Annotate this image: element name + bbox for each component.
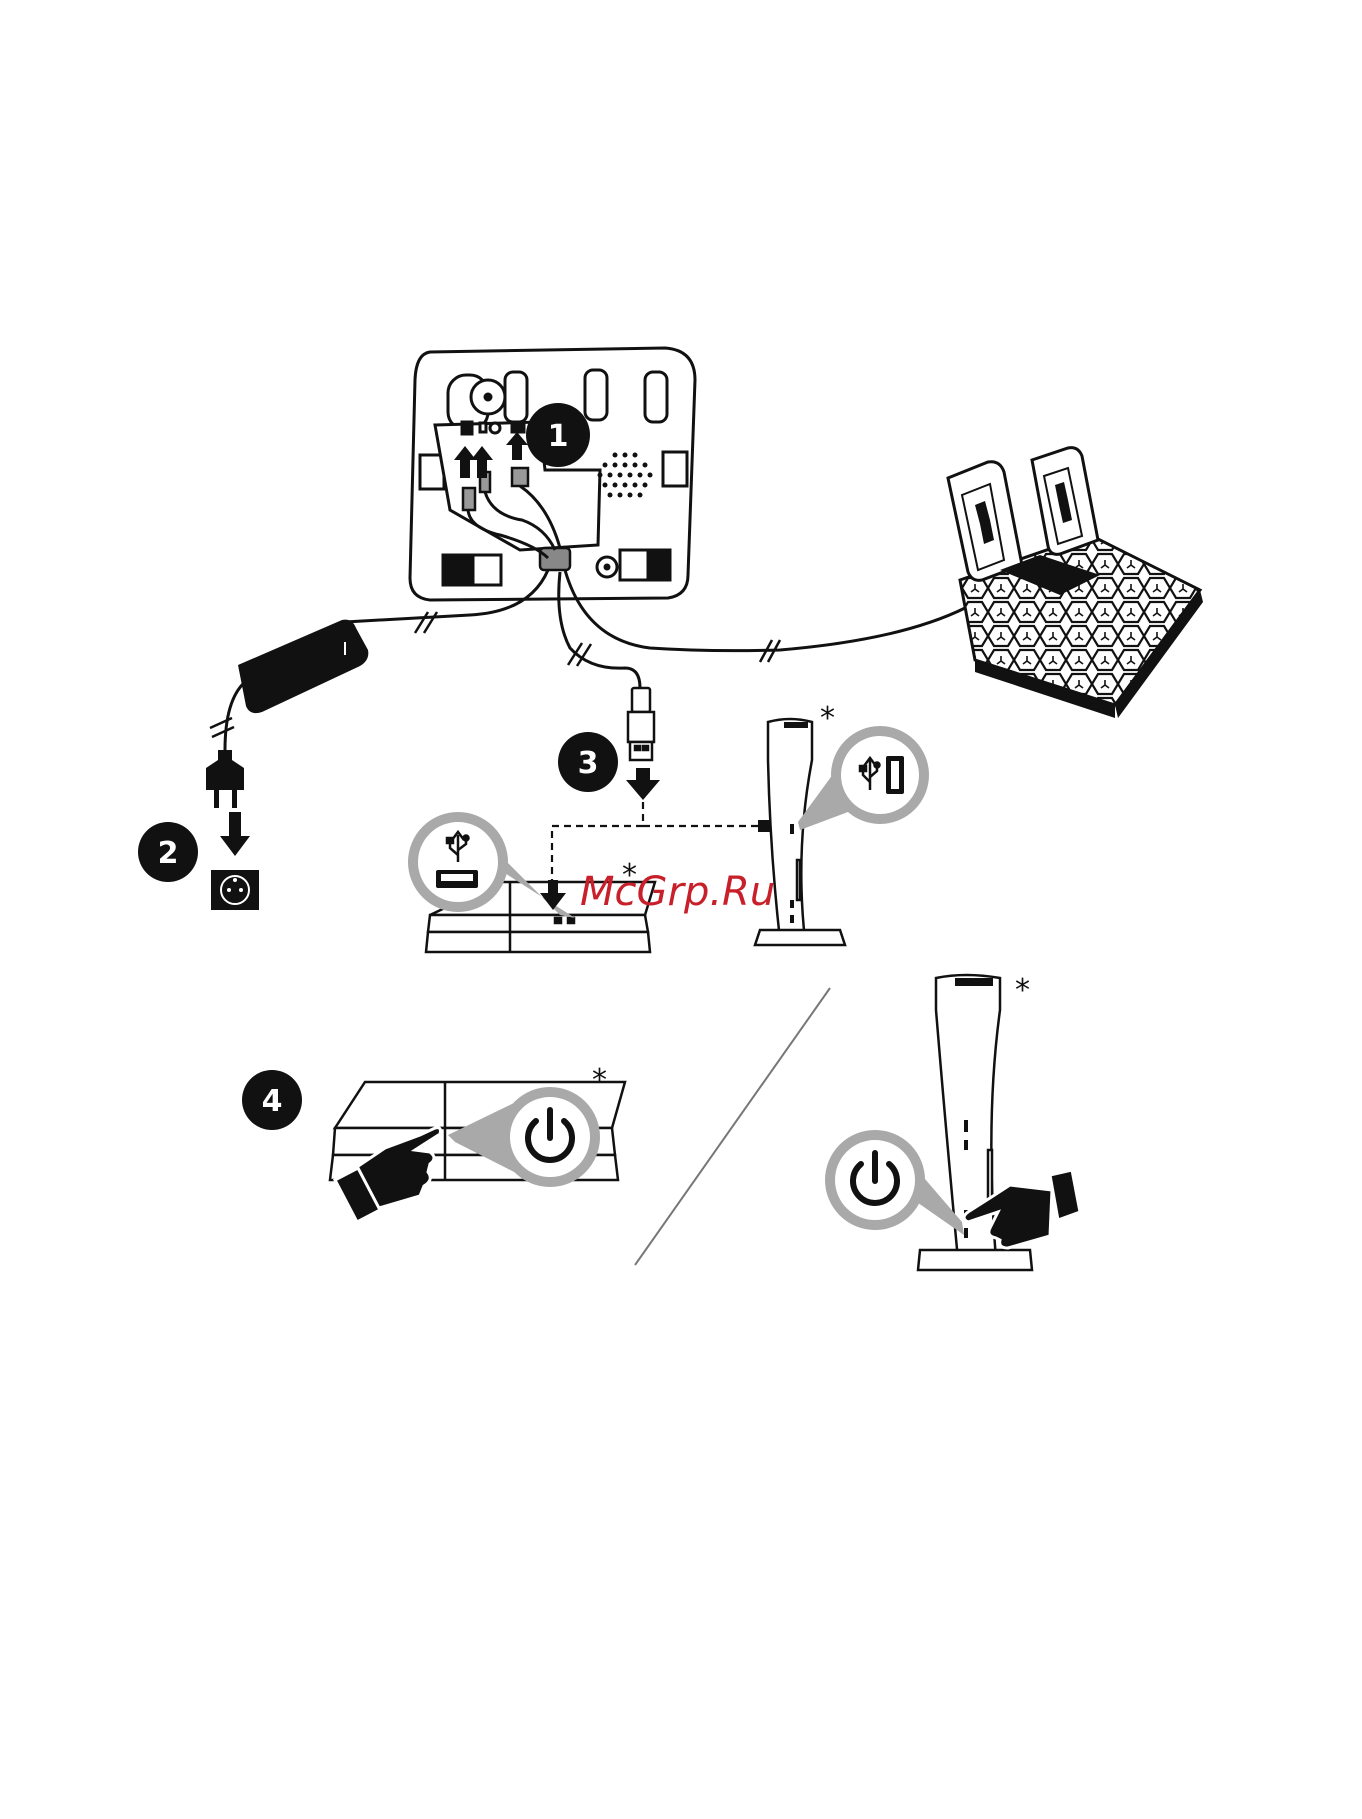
ps5-asterisk-step3: * bbox=[820, 701, 835, 736]
step-number: 2 bbox=[158, 836, 179, 871]
step-number: 1 bbox=[548, 419, 569, 454]
ps5-power-callout bbox=[830, 1135, 964, 1235]
step-badge-4: 4 bbox=[242, 1070, 302, 1130]
cable-clip bbox=[540, 548, 570, 570]
step-badge-1: 1 bbox=[526, 403, 590, 467]
step-badge-2: 2 bbox=[138, 822, 198, 882]
step-number: 4 bbox=[262, 1084, 283, 1119]
arrow-down-icon bbox=[220, 812, 250, 856]
pedal-set bbox=[948, 448, 1203, 718]
plug-icon bbox=[206, 750, 244, 808]
ps5-usb-callout bbox=[798, 731, 924, 830]
divider-line bbox=[635, 988, 830, 1265]
wall-socket-icon bbox=[211, 870, 259, 910]
ps4-asterisk-step4: * bbox=[592, 1063, 607, 1098]
arrow-down-icon bbox=[626, 768, 660, 800]
power-adapter bbox=[238, 620, 368, 713]
usb-plug bbox=[628, 688, 654, 760]
ps5-asterisk-step4: * bbox=[1015, 973, 1030, 1008]
watermark: McGrp.Ru bbox=[580, 869, 775, 915]
step-number: 3 bbox=[578, 746, 599, 781]
step-badge-3: 3 bbox=[558, 732, 618, 792]
